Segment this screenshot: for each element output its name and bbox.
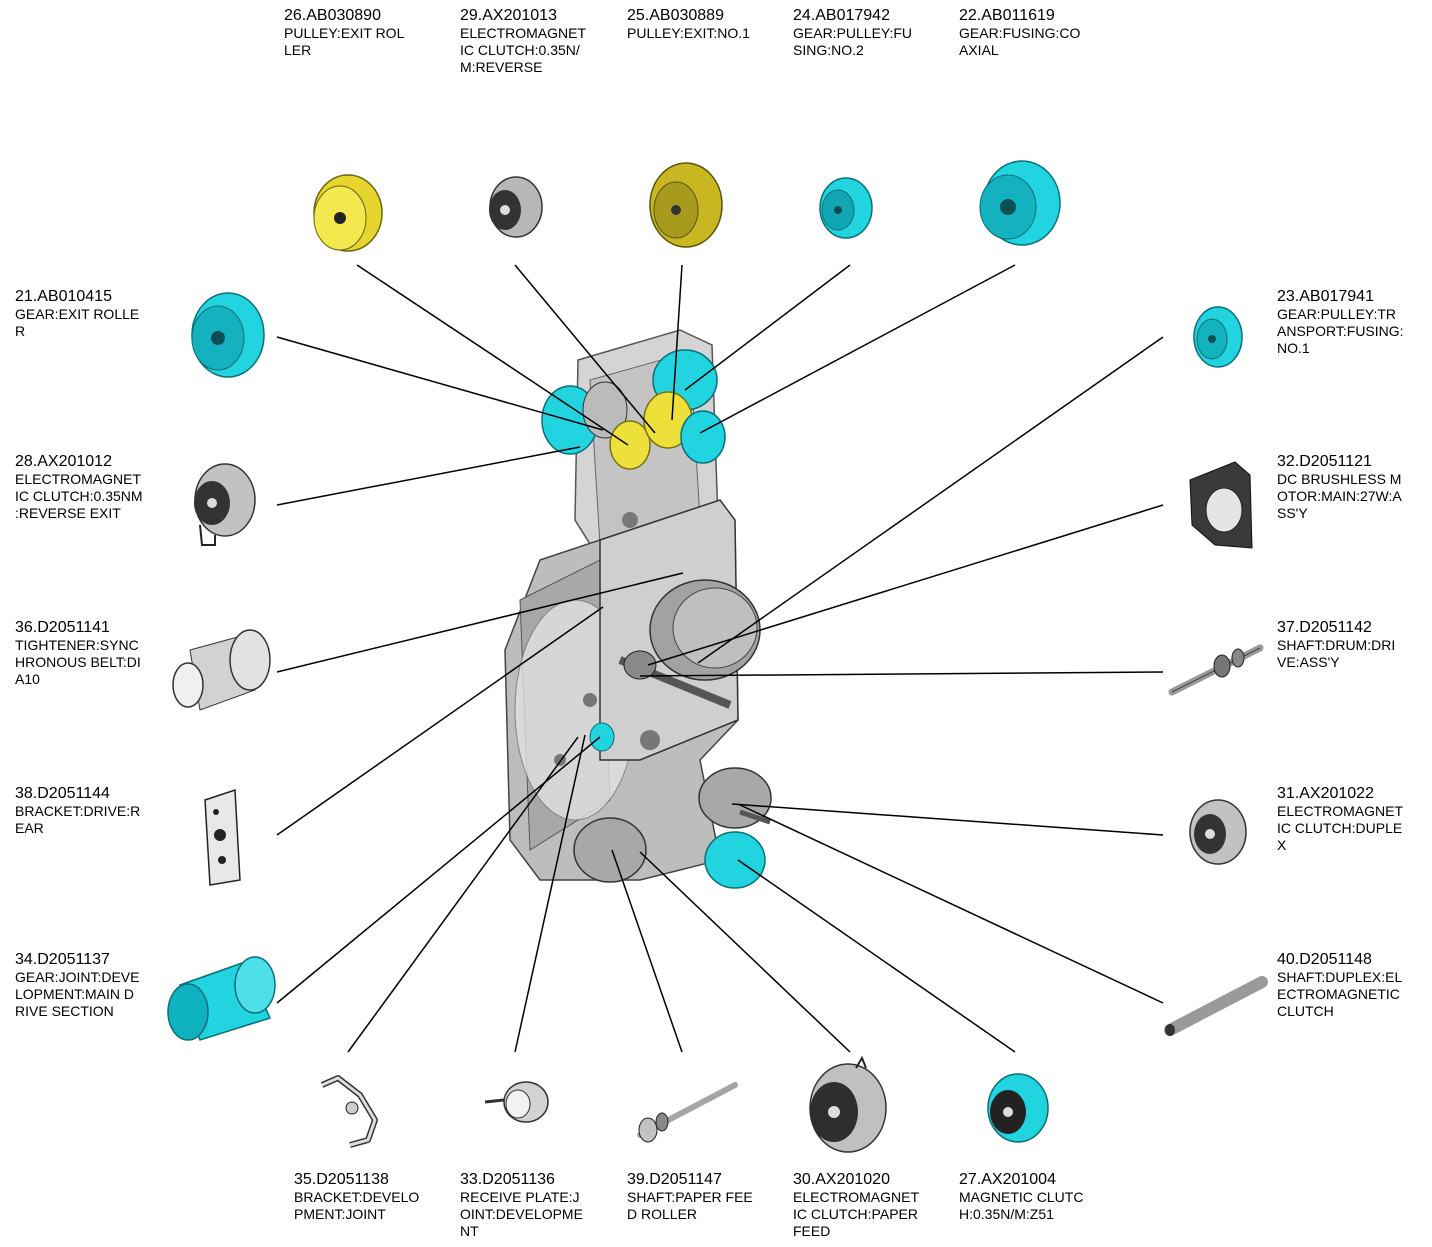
part-description: SHAFT:DRUM:DRI VE:ASS'Y — [1277, 637, 1396, 670]
part-description: GEAR:EXIT ROLLE R — [15, 306, 140, 339]
part-label-39: 39.D2051147 SHAFT:PAPER FEE D ROLLER — [627, 1170, 753, 1223]
part-label-23: 23.AB017941 GEAR:PULLEY:TR ANSPORT:FUSIN… — [1277, 287, 1404, 357]
part-description: PULLEY:EXIT:NO.1 — [627, 25, 750, 42]
part-label-29: 29.AX201013 ELECTROMAGNET IC CLUTCH:0.35… — [460, 6, 586, 76]
part-number: 38.D2051144 — [15, 785, 110, 802]
part-32-illustration — [1189, 461, 1253, 549]
part-description: SHAFT:DUPLEX:EL ECTROMAGNETIC CLUTCH — [1277, 969, 1403, 1019]
part-description: PULLEY:EXIT ROL LER — [284, 25, 405, 58]
part-number: 36.D2051141 — [15, 619, 110, 636]
part-22-illustration — [979, 160, 1061, 246]
part-number: 21.AB010415 — [15, 288, 112, 305]
part-29-illustration — [489, 176, 543, 238]
part-number: 30.AX201020 — [793, 1171, 890, 1188]
part-description: DC BRUSHLESS M OTOR:MAIN:27W:A SS'Y — [1277, 471, 1402, 521]
part-27-illustration — [987, 1073, 1049, 1143]
part-38-illustration — [204, 788, 241, 886]
part-label-32: 32.D2051121 DC BRUSHLESS M OTOR:MAIN:27W… — [1277, 452, 1402, 522]
part-number: 24.AB017942 — [793, 7, 890, 24]
part-number: 23.AB017941 — [1277, 288, 1374, 305]
part-label-30: 30.AX201020 ELECTROMAGNET IC CLUTCH:PAPE… — [793, 1170, 919, 1240]
part-label-24: 24.AB017942 GEAR:PULLEY:FU SING:NO.2 — [793, 6, 912, 59]
part-description: GEAR:FUSING:CO AXIAL — [959, 25, 1081, 58]
part-number: 26.AB030890 — [284, 7, 381, 24]
part-number: 22.AB011619 — [959, 7, 1055, 24]
part-number: 33.D2051136 — [460, 1171, 555, 1188]
part-description: RECEIVE PLATE:J OINT:DEVELOPME NT — [460, 1189, 583, 1239]
part-description: SHAFT:PAPER FEE D ROLLER — [627, 1189, 753, 1222]
part-label-35: 35.D2051138 BRACKET:DEVELO PMENT:JOINT — [294, 1170, 419, 1223]
part-number: 31.AX201022 — [1277, 785, 1374, 802]
part-25-illustration — [649, 162, 723, 248]
part-illustrations — [167, 160, 1268, 1153]
part-description: GEAR:JOINT:DEVE LOPMENT:MAIN D RIVE SECT… — [15, 969, 140, 1019]
part-number: 25.AB030889 — [627, 7, 724, 24]
part-number: 34.D2051137 — [15, 951, 110, 968]
part-description: BRACKET:DEVELO PMENT:JOINT — [294, 1189, 420, 1222]
part-description: ELECTROMAGNET IC CLUTCH:DUPLE X — [1277, 803, 1404, 853]
part-number: 29.AX201013 — [460, 7, 557, 24]
part-23-illustration — [1193, 306, 1243, 368]
part-label-22: 22.AB011619 GEAR:FUSING:CO AXIAL — [959, 6, 1080, 59]
part-label-25: 25.AB030889 PULLEY:EXIT:NO.1 — [627, 6, 750, 42]
part-number: 39.D2051147 — [627, 1171, 722, 1188]
part-number: 35.D2051138 — [294, 1171, 389, 1188]
part-number: 27.AX201004 — [959, 1171, 1056, 1188]
part-34-illustration — [167, 956, 276, 1041]
part-40-illustration — [1164, 976, 1268, 1036]
part-label-36: 36.D2051141 TIGHTENER:SYNC HRONOUS BELT:… — [15, 618, 141, 688]
part-24-illustration — [819, 177, 873, 239]
leader-lines — [276, 264, 1164, 1053]
part-description: BRACKET:DRIVE:R EAR — [15, 803, 141, 836]
part-description: ELECTROMAGNET IC CLUTCH:0.35N/ M:REVERSE — [460, 25, 587, 75]
part-label-37: 37.D2051142 SHAFT:DRUM:DRI VE:ASS'Y — [1277, 618, 1395, 671]
part-21-illustration — [191, 292, 265, 378]
part-31-illustration — [1189, 799, 1247, 865]
part-28-illustration — [194, 463, 256, 546]
part-description: TIGHTENER:SYNC HRONOUS BELT:DI A10 — [15, 637, 141, 687]
part-label-28: 28.AX201012 ELECTROMAGNET IC CLUTCH:0.35… — [15, 452, 143, 522]
part-description: MAGNETIC CLUTC H:0.35N/M:Z51 — [959, 1189, 1084, 1222]
part-description: GEAR:PULLEY:TR ANSPORT:FUSING: NO.1 — [1277, 306, 1404, 356]
part-37-illustration — [1168, 644, 1264, 696]
part-label-33: 33.D2051136 RECEIVE PLATE:J OINT:DEVELOP… — [460, 1170, 583, 1240]
part-label-27: 27.AX201004 MAGNETIC CLUTC H:0.35N/M:Z51 — [959, 1170, 1083, 1223]
part-36-illustration — [172, 629, 271, 711]
part-33-illustration — [484, 1081, 549, 1123]
part-label-26: 26.AB030890 PULLEY:EXIT ROL LER — [284, 6, 404, 59]
part-description: GEAR:PULLEY:FU SING:NO.2 — [793, 25, 913, 58]
part-number: 37.D2051142 — [1277, 619, 1372, 636]
part-number: 32.D2051121 — [1277, 453, 1372, 470]
part-label-40: 40.D2051148 SHAFT:DUPLEX:EL ECTROMAGNETI… — [1277, 950, 1402, 1020]
part-label-21: 21.AB010415 GEAR:EXIT ROLLE R — [15, 287, 139, 340]
part-description: ELECTROMAGNET IC CLUTCH:0.35NM :REVERSE … — [15, 471, 143, 521]
part-number: 28.AX201012 — [15, 453, 112, 470]
part-label-31: 31.AX201022 ELECTROMAGNET IC CLUTCH:DUPL… — [1277, 784, 1403, 854]
part-label-38: 38.D2051144 BRACKET:DRIVE:R EAR — [15, 784, 140, 837]
part-39-illustration — [637, 1082, 738, 1143]
part-26-illustration — [313, 174, 383, 252]
drive-assembly-illustration — [504, 329, 772, 889]
part-number: 40.D2051148 — [1277, 951, 1372, 968]
part-label-34: 34.D2051137 GEAR:JOINT:DEVE LOPMENT:MAIN… — [15, 950, 139, 1020]
part-30-illustration — [809, 1055, 887, 1153]
part-description: ELECTROMAGNET IC CLUTCH:PAPER FEED — [793, 1189, 920, 1239]
part-35-illustration — [320, 1075, 378, 1148]
